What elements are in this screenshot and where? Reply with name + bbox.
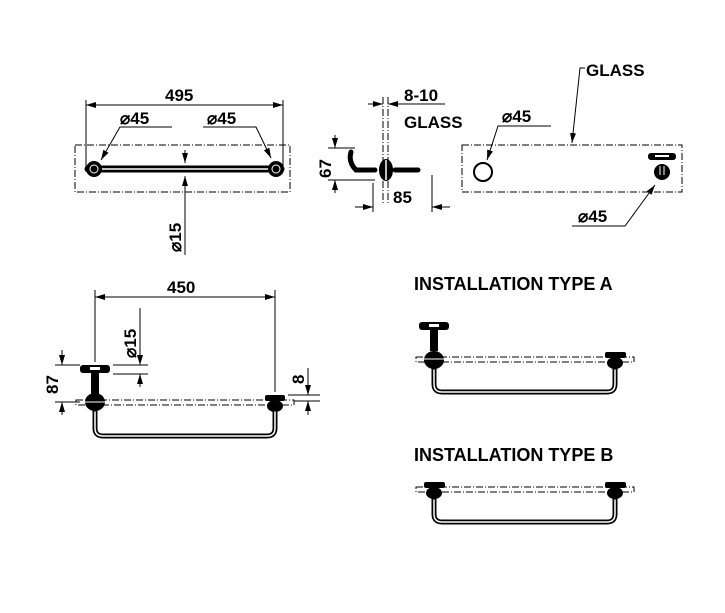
back-view: GLASS ⌀45 ⌀45 (461, 61, 683, 227)
glass-label: GLASS (586, 61, 645, 80)
glass-dimension: 8 (289, 375, 308, 384)
hole-diameter: ⌀45 (502, 107, 531, 126)
glass-label: GLASS (404, 113, 463, 132)
installation-type-b: INSTALLATION TYPE B (414, 445, 635, 525)
mounting-hole (473, 162, 493, 182)
installation-type-a: INSTALLATION TYPE A (414, 274, 635, 395)
length-dimension: 450 (167, 278, 195, 297)
installation-a-title: INSTALLATION TYPE A (414, 274, 613, 294)
depth-dimension: 85 (393, 188, 412, 207)
glass-outline (461, 144, 683, 193)
right-fitting-diameter: ⌀45 (207, 109, 236, 128)
side-view: 8-10 GLASS 67 85 (316, 86, 463, 212)
front-view: 450 ⌀15 87 8 (43, 278, 320, 439)
width-dimension: 495 (165, 86, 193, 105)
height-dimension: 87 (43, 375, 62, 394)
glass-outline (74, 144, 291, 193)
bar-diameter: ⌀15 (121, 329, 140, 358)
height-dimension: 67 (316, 159, 335, 178)
left-fitting-diameter: ⌀45 (120, 109, 149, 128)
installation-b-title: INSTALLATION TYPE B (414, 445, 613, 465)
top-view: 495 ⌀45 ⌀45 ⌀15 (74, 86, 291, 255)
fitting-diameter: ⌀45 (578, 207, 607, 226)
glass-thickness: 8-10 (404, 86, 438, 105)
bar-diameter: ⌀15 (166, 223, 185, 252)
